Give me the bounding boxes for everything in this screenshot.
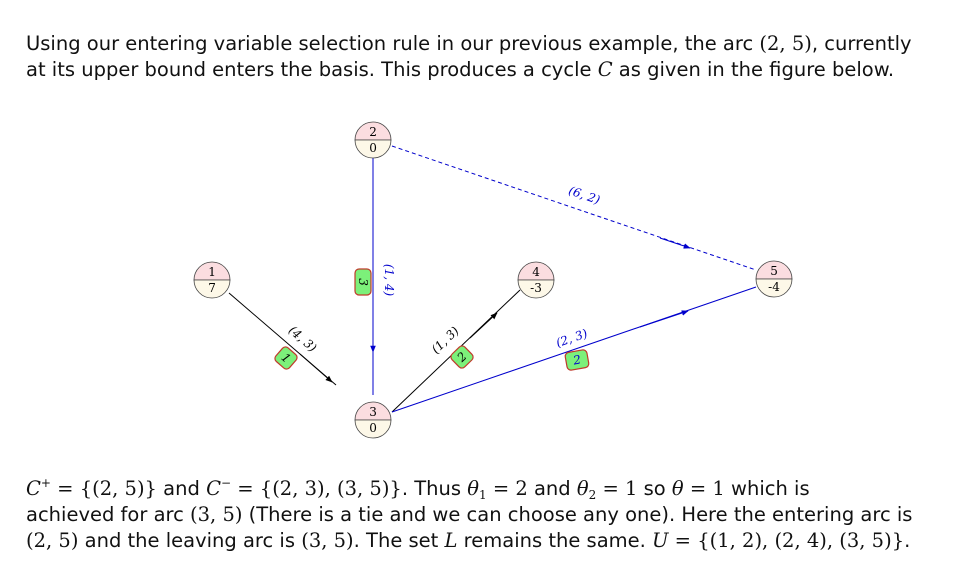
- math-theta: θ: [467, 477, 479, 500]
- math-arc: (2, 5): [759, 32, 812, 55]
- text: . Thus: [401, 477, 468, 500]
- math-set: = {(2, 5)}: [50, 477, 157, 500]
- text: achieved for arc: [26, 503, 191, 526]
- math-arc: (2, 5): [26, 529, 79, 552]
- node-supply: -4: [768, 280, 780, 294]
- arc-line-3-5: [391, 286, 757, 413]
- math-arc: (3, 5): [301, 529, 354, 552]
- math-eq: = 1: [596, 477, 638, 500]
- text: (There is a tie and we can choose any on…: [242, 503, 913, 526]
- math-eq: = 1: [683, 477, 725, 500]
- node-2: 2 0: [354, 121, 392, 159]
- node-id: 4: [532, 265, 540, 279]
- node-5: 5 -4: [755, 260, 793, 298]
- arc-line-2-5: [391, 145, 757, 271]
- arc-badge-3-4: 2: [450, 345, 474, 369]
- node-id: 5: [770, 264, 778, 278]
- node-supply: 0: [369, 141, 377, 155]
- arc-badge-2-3: 3: [354, 268, 372, 296]
- math-theta: θ: [576, 477, 589, 500]
- conclusion-line-3: (2, 5) and the leaving arc is (3, 5). Th…: [26, 528, 961, 554]
- math-theta: θ: [671, 477, 684, 500]
- text: .: [904, 529, 911, 552]
- arc-arrow-2-5: [659, 237, 691, 249]
- node-supply: 0: [369, 421, 377, 435]
- math-c: C: [206, 477, 221, 500]
- arc-arrow-3-5: [639, 310, 689, 328]
- node-1: 1 7: [193, 261, 231, 299]
- text: so: [637, 477, 672, 500]
- math-set-u: U: [652, 529, 669, 552]
- text: remains the same.: [457, 529, 653, 552]
- math-sub: 2: [588, 488, 597, 502]
- math-arc: (3, 5): [190, 503, 243, 526]
- math-sup: −: [220, 476, 232, 490]
- node-id: 1: [208, 265, 216, 279]
- arc-badge-3-5: 2: [564, 349, 590, 371]
- intro-paragraph: Using our entering variable selection ru…: [26, 31, 961, 83]
- intro-text: , currently: [811, 32, 912, 55]
- network-figure: (4, 3) (1, 4) (1, 3) (2, 3) (6, 2) 1 3 2…: [193, 121, 793, 439]
- math-c: C: [26, 477, 41, 500]
- arc-label-2-3: (1, 4): [382, 264, 396, 297]
- badge-value: 3: [356, 278, 370, 286]
- math-eq: = 2: [486, 477, 528, 500]
- text: . The set: [353, 529, 445, 552]
- math-cycle: C: [597, 58, 613, 81]
- node-id: 2: [369, 125, 377, 139]
- text: and: [527, 477, 577, 500]
- arc-arrow-1-3: [299, 353, 333, 383]
- conclusion-paragraph: C+ = {(2, 5)} and C− = {(2, 3), (3, 5)}.…: [26, 476, 961, 554]
- intro-text: at its upper bound enters the basis. Thi…: [26, 58, 598, 81]
- arc-badge-1-3: 1: [274, 346, 298, 370]
- node-id: 3: [369, 405, 377, 419]
- intro-line-2: at its upper bound enters the basis. Thi…: [26, 57, 961, 83]
- math-set: = {(2, 3), (3, 5)}: [231, 477, 402, 500]
- text: and the leaving arc is: [78, 529, 302, 552]
- node-4: 4 -3: [517, 261, 555, 299]
- text: which is: [724, 477, 810, 500]
- arc-arrow-3-4: [469, 312, 498, 339]
- math-sup: +: [40, 476, 51, 490]
- arc-label-2-5: (6, 2): [567, 183, 602, 207]
- node-supply: 7: [208, 281, 216, 295]
- node-supply: -3: [530, 281, 542, 295]
- intro-line-1: Using our entering variable selection ru…: [26, 31, 961, 57]
- badge-value: 2: [571, 352, 582, 367]
- math-set-l: L: [444, 529, 458, 552]
- node-3: 3 0: [354, 401, 392, 439]
- conclusion-line-1: C+ = {(2, 5)} and C− = {(2, 3), (3, 5)}.…: [26, 476, 961, 502]
- intro-text: Using our entering variable selection ru…: [26, 32, 760, 55]
- intro-text: as given in the figure below.: [612, 58, 895, 81]
- text: and: [156, 477, 207, 500]
- math-set: = {(1, 2), (2, 4), (3, 5)}: [668, 529, 905, 552]
- conclusion-line-2: achieved for arc (3, 5) (There is a tie …: [26, 502, 961, 528]
- math-sub: 1: [478, 488, 487, 502]
